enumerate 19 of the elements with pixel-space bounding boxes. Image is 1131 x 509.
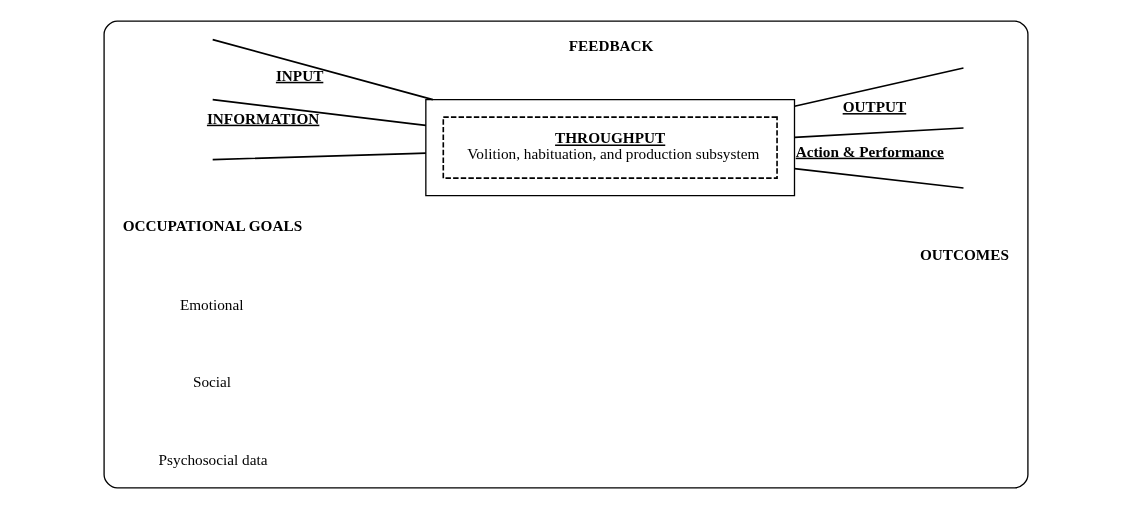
label: Social [192,373,231,391]
label: Emotional [179,295,243,313]
edge-label: OUTPUT [842,98,906,116]
label: Psychosocial data [158,450,267,468]
label: OUTCOMES [919,245,1009,263]
connector [211,98,427,127]
cluster [102,20,1029,489]
edge-label: Action & Performance [795,142,944,160]
connector [793,67,964,107]
connector [211,38,434,101]
connector [211,152,427,161]
label: FEEDBACK [568,37,653,55]
node-box: THROUGHPUT Volition, habituation, and production subsystem [442,116,778,179]
label: OCCUPATIONAL GOALS [122,217,302,235]
edge-label: INPUT [275,66,323,84]
edge-label: INFORMATION [206,109,319,127]
connector [793,127,964,139]
connector [793,167,964,189]
cluster [424,98,795,197]
